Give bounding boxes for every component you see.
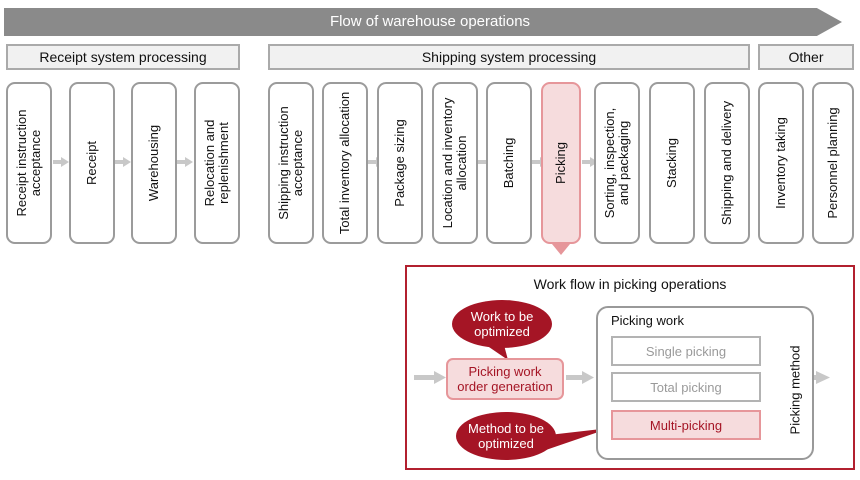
method-multi-picking: Multi-picking (611, 410, 761, 440)
method-single-picking: Single picking (611, 336, 761, 366)
picking-method-label: Picking method (787, 345, 803, 435)
flow-arrow (177, 157, 193, 167)
picking-order-generation: Picking work order generation (446, 358, 564, 400)
flow-arrow (115, 157, 131, 167)
flow-banner (4, 8, 842, 36)
step-total-inventory-allocation: Total inventory allocation (322, 82, 368, 244)
step-inventory-taking: Inventory taking (758, 82, 804, 244)
method-total-picking: Total picking (611, 372, 761, 402)
step-receipt-instruction-acceptance: Receipt instruction acceptance (6, 82, 52, 244)
step-personnel-planning: Personnel planning (812, 82, 854, 244)
flow-banner-title: Flow of warehouse operations (329, 13, 531, 30)
picking-workflow-title: Work flow in picking operations (533, 276, 727, 292)
step-package-sizing: Package sizing (377, 82, 423, 244)
step-relocation-replenishment: Relocation and replenishment (194, 82, 240, 244)
step-sorting-inspection-packaging: Sorting, inspection, and packaging (594, 82, 640, 244)
step-picking: Picking (541, 82, 581, 255)
step-stacking: Stacking (649, 82, 695, 244)
step-shipping-instruction-acceptance: Shipping instruction acceptance (268, 82, 314, 244)
picking-work-title: Picking work (611, 313, 684, 328)
step-receipt: Receipt (69, 82, 115, 244)
step-location-inventory-allocation: Location and inventory allocation (432, 82, 478, 244)
step-warehousing: Warehousing (131, 82, 177, 244)
flow-arrow (53, 157, 69, 167)
step-batching: Batching (486, 82, 532, 244)
category-other: Other (758, 44, 854, 70)
work-to-optimize-bubble: Work to be optimized (452, 300, 552, 348)
category-receipt: Receipt system processing (6, 44, 240, 70)
method-to-optimize-bubble: Method to be optimized (456, 412, 556, 460)
step-shipping-delivery: Shipping and delivery (704, 82, 750, 244)
category-shipping: Shipping system processing (268, 44, 750, 70)
